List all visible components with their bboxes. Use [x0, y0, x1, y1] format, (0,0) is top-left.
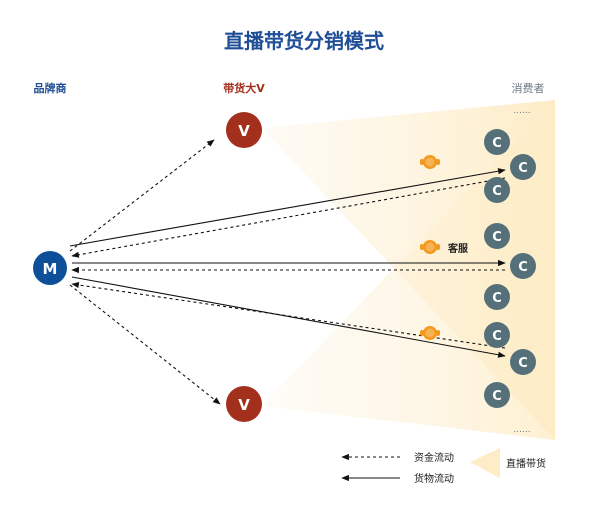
consumer-node: [484, 382, 510, 408]
goods-arrow-top: [69, 168, 506, 247]
consumer-node: [484, 223, 510, 249]
consumer-node: [510, 253, 536, 279]
consumer-node: [484, 129, 510, 155]
consumer-node: [484, 284, 510, 310]
ellipsis-bottom: ......: [513, 425, 530, 435]
consumer-node-label: C: [492, 136, 502, 151]
headset-icon: [420, 326, 440, 340]
consumer-node-label: C: [492, 230, 502, 245]
legend-money-label: 资金流动: [414, 451, 454, 464]
column-kol: 带货大V: [223, 81, 265, 95]
legend-live-label: 直播带货: [506, 457, 546, 470]
diagram-title: 直播带货分销模式: [224, 29, 384, 53]
consumer-node-label: C: [518, 161, 528, 176]
consumer-node-label: C: [518, 260, 528, 275]
brand-node: [33, 251, 67, 285]
money-arrow-kol-top: [69, 139, 215, 252]
brand-node-label: M: [43, 260, 58, 278]
column-consumer: 消费者: [512, 81, 545, 95]
headset-icon: [420, 240, 440, 254]
consumer-node-label: C: [492, 184, 502, 199]
money-arrow-kol-bottom: [69, 284, 221, 405]
headset-icon: [420, 155, 440, 169]
legend-fan: [470, 448, 500, 478]
kol-node-bottom: [226, 386, 262, 422]
kol-node-label: V: [238, 122, 250, 140]
kol-node-label: V: [238, 396, 250, 414]
service-label: 客服: [447, 242, 469, 255]
consumer-node: [484, 177, 510, 203]
ellipsis-top: ......: [513, 106, 530, 116]
consumer-node-label: C: [518, 356, 528, 371]
consumer-node: [484, 322, 510, 348]
money-arrow-top: [71, 177, 506, 258]
column-brand: 品牌商: [34, 81, 67, 95]
consumer-node-label: C: [492, 389, 502, 404]
kol-node-top: [226, 112, 262, 148]
consumer-node-label: C: [492, 291, 502, 306]
consumer-node: [510, 349, 536, 375]
consumer-node-label: C: [492, 329, 502, 344]
legend-goods-label: 货物流动: [414, 472, 454, 485]
consumer-node: [510, 154, 536, 180]
